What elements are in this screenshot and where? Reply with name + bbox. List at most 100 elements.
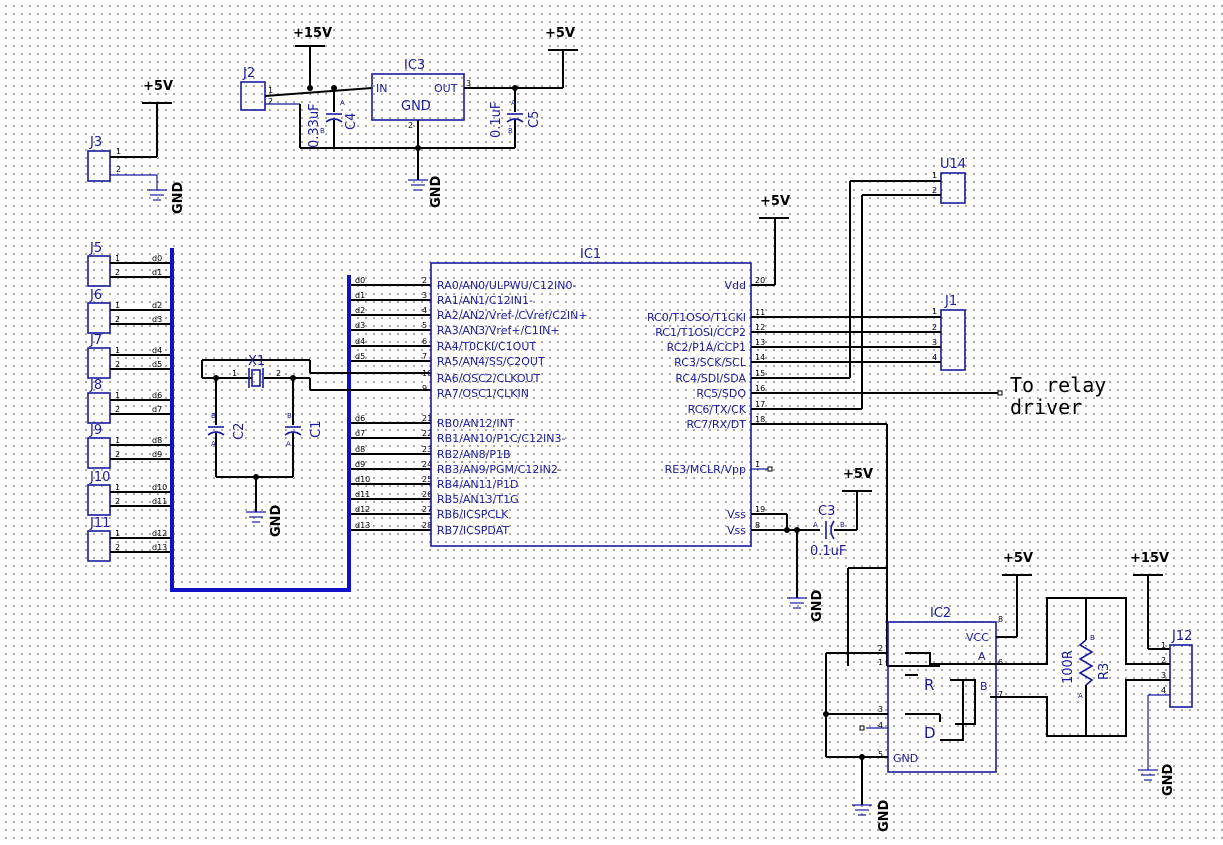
c3-value: 0.1uF bbox=[810, 544, 846, 559]
svg-text:U14: U14 bbox=[940, 157, 966, 172]
ic1-microcontroller: IC1 +5V bbox=[430, 194, 790, 547]
power-label-5v-j3: +5V bbox=[143, 79, 173, 94]
svg-text:B: B bbox=[980, 680, 988, 693]
svg-text:A: A bbox=[978, 650, 986, 663]
svg-text:2: 2 bbox=[115, 268, 120, 277]
net-label: d11 bbox=[152, 497, 167, 506]
c4-plate-b bbox=[325, 118, 343, 123]
power-label-15v-j12: +15V bbox=[1130, 551, 1169, 566]
power-label-5v-reg: +5V bbox=[545, 26, 575, 41]
svg-text:1: 1 bbox=[268, 86, 273, 95]
svg-text:2: 2 bbox=[115, 543, 120, 552]
c4-value: 0.33uF bbox=[307, 103, 322, 148]
x1-crystal bbox=[251, 369, 261, 387]
ic1-pin-label: RC0/T1OSO/T1CKI bbox=[647, 311, 746, 324]
r3-resistor bbox=[1078, 639, 1094, 686]
connector-ref: J6 bbox=[89, 288, 102, 303]
svg-text:2: 2 bbox=[268, 97, 273, 106]
svg-text:2: 2 bbox=[116, 165, 121, 174]
net-label: d3 bbox=[355, 321, 365, 330]
c4-ref: C4 bbox=[344, 113, 359, 130]
svg-text:A: A bbox=[511, 99, 516, 107]
u14-connector bbox=[940, 172, 966, 204]
svg-text:B: B bbox=[1090, 634, 1095, 642]
svg-text:6: 6 bbox=[998, 658, 1003, 667]
svg-text:18: 18 bbox=[755, 415, 765, 424]
svg-text:B: B bbox=[320, 127, 325, 135]
net-label: d4 bbox=[355, 337, 365, 346]
svg-text:2: 2 bbox=[1161, 656, 1166, 665]
svg-text:27: 27 bbox=[422, 505, 432, 514]
ic1-ref: IC1 bbox=[580, 247, 601, 262]
ic1-pin-label: RC6/TX/CK bbox=[688, 403, 747, 416]
ic1-pin-label: RB1/AN10/P1C/C12IN3- bbox=[437, 432, 566, 445]
ic1-pin-label: RA0/AN0/ULPWU/C12IN0- bbox=[437, 279, 576, 292]
ic1-pin-label: RC2/P1A/CCP1 bbox=[667, 341, 746, 354]
ic1-pin-label: RA2/AN2/Vref-/CVref/C2IN+ bbox=[437, 309, 588, 322]
net-label: d0 bbox=[152, 254, 162, 263]
ic1-pin-label: RC1/T1OSI/CCP2 bbox=[655, 326, 746, 339]
connector-j6 bbox=[87, 302, 111, 334]
c1-ref: C1 bbox=[309, 421, 324, 438]
data-bus bbox=[170, 248, 351, 592]
power-label-15v-in: +15V bbox=[293, 26, 332, 41]
svg-text:2: 2 bbox=[276, 369, 281, 378]
power-label-5v-ic2: +5V bbox=[1003, 551, 1033, 566]
connector-ref: J10 bbox=[89, 470, 110, 485]
svg-text:GND: GND bbox=[877, 799, 892, 832]
ic1-pin-label: RA5/AN4/SS/C2OUT bbox=[437, 355, 545, 368]
ic1-pin-label: RA6/OSC2/CLKOUT bbox=[437, 372, 541, 385]
net-label: d8 bbox=[152, 436, 162, 445]
svg-text:VCC: VCC bbox=[966, 631, 989, 644]
svg-text:3: 3 bbox=[422, 291, 427, 300]
termination-section: B A 100R R3 +15V J12 1 2 3 4 GND bbox=[1040, 551, 1193, 796]
svg-text:1: 1 bbox=[115, 436, 120, 445]
svg-text:B: B bbox=[287, 412, 292, 420]
c5-plate-b bbox=[506, 118, 524, 123]
j2-ref: J2 bbox=[242, 66, 255, 81]
net-label: d6 bbox=[152, 391, 162, 400]
svg-text:A: A bbox=[1078, 692, 1083, 700]
power-label-5v-c3: +5V bbox=[843, 467, 873, 482]
net-label: d0 bbox=[355, 276, 365, 285]
svg-text:13: 13 bbox=[755, 338, 765, 347]
r3-value: 100R bbox=[1061, 650, 1076, 684]
ic1-pin-label: RA1/AN1/C12IN1- bbox=[437, 294, 533, 307]
net-label: d13 bbox=[355, 521, 370, 530]
svg-text:16: 16 bbox=[755, 384, 765, 393]
ic2-transceiver bbox=[887, 621, 997, 773]
svg-text:A: A bbox=[340, 99, 345, 107]
svg-text:2: 2 bbox=[115, 405, 120, 414]
net-label: d5 bbox=[152, 360, 162, 369]
svg-text:GND: GND bbox=[1161, 763, 1176, 796]
ic1-pin-label: RB0/AN12/INT bbox=[437, 417, 515, 430]
ic1-pin-label: RB6/ICSPCLK bbox=[437, 508, 509, 521]
svg-text:28: 28 bbox=[422, 521, 432, 530]
svg-text:12: 12 bbox=[755, 323, 765, 332]
svg-text:15: 15 bbox=[755, 369, 765, 378]
svg-text:3: 3 bbox=[878, 705, 883, 714]
ic1-pin-label: RC7/RX/DT bbox=[686, 418, 746, 431]
power-label-5v-ic1: +5V bbox=[760, 194, 790, 209]
relay-note-line1: To relay bbox=[1010, 373, 1106, 397]
svg-text:4: 4 bbox=[932, 353, 937, 362]
svg-text:B: B bbox=[840, 521, 845, 529]
svg-text:1: 1 bbox=[932, 307, 937, 316]
svg-text:A: A bbox=[211, 440, 216, 448]
svg-text:9: 9 bbox=[422, 384, 427, 393]
svg-text:1: 1 bbox=[932, 171, 937, 180]
connector-j5 bbox=[87, 255, 111, 287]
net-label: d10 bbox=[152, 483, 167, 492]
ic1-pin-label: Vss bbox=[727, 508, 746, 521]
svg-text:6: 6 bbox=[422, 337, 427, 346]
net-label: d11 bbox=[355, 490, 370, 499]
net-label: d7 bbox=[152, 405, 162, 414]
c2-ref: C2 bbox=[232, 423, 247, 440]
connector-j10 bbox=[87, 484, 111, 516]
ic1-pin-label: RC5/SDO bbox=[696, 387, 746, 400]
svg-text:5: 5 bbox=[878, 750, 883, 759]
svg-text:5: 5 bbox=[422, 321, 427, 330]
ic1-pin-label: RB3/AN9/PGM/C12IN2- bbox=[437, 463, 562, 476]
svg-text:8: 8 bbox=[998, 615, 1003, 624]
svg-text:8: 8 bbox=[755, 521, 760, 530]
